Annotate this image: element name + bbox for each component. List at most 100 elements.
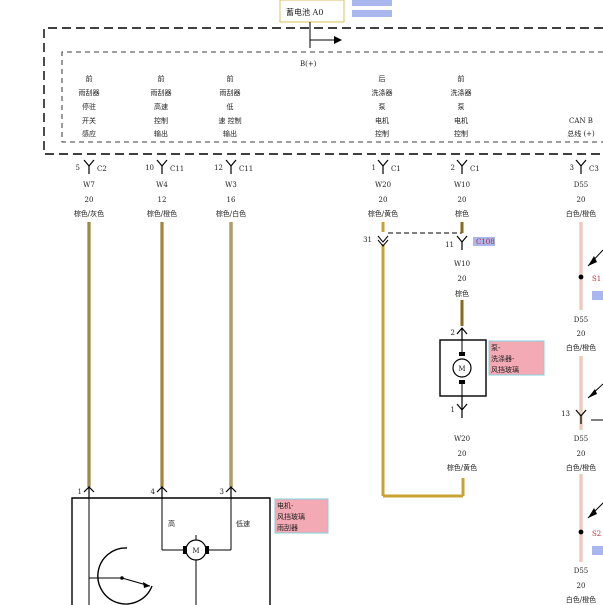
pin-desc-front-washer-pump: 前 洗涤器 泵 电机 控制 <box>451 74 472 138</box>
svg-text:前: 前 <box>227 74 234 83</box>
svg-text:D55: D55 <box>574 435 589 443</box>
park-switch-cam-icon <box>97 547 153 605</box>
svg-text:控制: 控制 <box>375 129 389 138</box>
svg-text:感应: 感应 <box>82 129 96 138</box>
washer-pump-label: 泵- 洗涤器- 风挡玻璃 <box>491 344 519 374</box>
battery-blue-tag-1 <box>352 0 392 6</box>
svg-text:CAN B: CAN B <box>569 117 593 125</box>
svg-text:前: 前 <box>458 74 465 83</box>
connector-pin-12-c11: 12 C11 <box>214 159 253 174</box>
connector-pin-2-c1: 2 C1 <box>451 159 480 174</box>
connector-pin-1-c1: 1 C1 <box>372 159 401 174</box>
svg-text:输出: 输出 <box>223 129 237 138</box>
svg-text:总线 (+): 总线 (+) <box>567 129 595 138</box>
wire-label-w4: W4 12 棕色/橙色 <box>147 181 177 218</box>
wire-label-w7: W7 20 棕色/灰色 <box>74 181 104 218</box>
washer-pump-motor-icon: M <box>452 340 472 396</box>
svg-text:1: 1 <box>78 488 82 496</box>
svg-text:雨刮器: 雨刮器 <box>79 88 100 97</box>
connector-11-c108: 11 C108 <box>445 235 495 250</box>
connector-pin-3-c3: 3 C3 <box>570 159 599 174</box>
svg-text:雨刮器: 雨刮器 <box>151 88 172 97</box>
svg-text:白色/橙色: 白色/橙色 <box>566 595 596 604</box>
svg-text:C108: C108 <box>476 238 495 246</box>
svg-text:控制: 控制 <box>154 116 168 125</box>
wire-label-w10-lower: W10 20 棕色 <box>454 260 470 298</box>
svg-text:棕色: 棕色 <box>455 209 469 218</box>
module-power-label: B(+) <box>300 60 317 68</box>
svg-text:12: 12 <box>158 196 167 204</box>
svg-text:风挡玻璃: 风挡玻璃 <box>277 512 305 521</box>
svg-text:洗涤器: 洗涤器 <box>372 88 393 97</box>
svg-text:11: 11 <box>445 241 454 249</box>
svg-text:1: 1 <box>451 406 455 414</box>
svg-text:5: 5 <box>76 164 80 172</box>
wiper-motor-connectors: 1 4 3 <box>78 486 237 498</box>
connector-pin-5-c2: 5 C2 <box>76 159 107 174</box>
svg-text:电机: 电机 <box>375 116 389 125</box>
svg-text:棕色/黄色: 棕色/黄色 <box>447 463 477 472</box>
svg-text:31: 31 <box>363 236 372 244</box>
svg-text:泵-: 泵- <box>491 344 501 352</box>
pump-connector-top: 2 <box>451 327 468 340</box>
svg-text:20: 20 <box>458 275 467 283</box>
svg-text:C11: C11 <box>239 165 253 173</box>
svg-text:W10: W10 <box>454 260 470 268</box>
connector-31: 31 <box>363 235 389 247</box>
svg-text:前: 前 <box>158 74 165 83</box>
svg-text:棕色/橙色: 棕色/橙色 <box>147 209 177 218</box>
svg-text:棕色/灰色: 棕色/灰色 <box>74 209 104 218</box>
svg-text:速 控制: 速 控制 <box>218 116 241 125</box>
svg-text:W20: W20 <box>375 181 391 189</box>
pin-desc-rear-washer-pump: 后 洗涤器 泵 电机 控制 <box>372 74 393 138</box>
svg-text:W3: W3 <box>225 181 237 189</box>
svg-text:高速: 高速 <box>154 102 168 111</box>
svg-text:停驻: 停驻 <box>82 102 96 111</box>
svg-text:20: 20 <box>577 196 586 204</box>
svg-text:洗涤器-: 洗涤器- <box>491 354 515 363</box>
svg-text:20: 20 <box>379 196 388 204</box>
svg-text:4: 4 <box>151 488 156 496</box>
svg-text:雨刮器: 雨刮器 <box>220 88 241 97</box>
svg-text:洗涤器: 洗涤器 <box>451 88 472 97</box>
can-splice-bottom: S2 <box>578 502 603 555</box>
svg-text:白色/橙色: 白色/橙色 <box>566 463 596 472</box>
svg-text:白色/橙色: 白色/橙色 <box>566 209 596 218</box>
washer-pump-box <box>439 339 487 397</box>
svg-text:2: 2 <box>451 164 455 172</box>
c108-tag <box>473 237 495 246</box>
power-arrow-head <box>334 36 342 44</box>
svg-text:16: 16 <box>227 196 236 204</box>
washer-pump-label-box <box>488 340 545 376</box>
battery-label: 蓄电池 A0 <box>286 7 323 17</box>
svg-text:M: M <box>458 365 465 373</box>
svg-text:S2: S2 <box>592 530 601 538</box>
wire-label-d55-mid: D55 20 白色/橙色 <box>566 316 596 352</box>
wire-label-d55-bottom: D55 20 白色/橙色 <box>566 567 596 604</box>
svg-text:2: 2 <box>451 329 455 337</box>
svg-text:1: 1 <box>372 164 376 172</box>
pin-desc-front-wiper-low: 前 雨刮器 低 速 控制 输出 <box>218 74 241 138</box>
pump-connector-bottom: 1 <box>451 396 468 418</box>
wiper-motor-label: 电机- 风挡玻璃 雨刮器 <box>277 501 305 532</box>
battery-blue-tag-2 <box>352 10 392 17</box>
svg-text:12: 12 <box>214 164 223 172</box>
wire-w20-rear <box>381 222 465 498</box>
pin-desc-front-wiper-high: 前 雨刮器 高速 控制 输出 <box>151 74 172 138</box>
svg-text:泵: 泵 <box>458 103 465 111</box>
wiper-motor-internal-wiring <box>88 498 232 605</box>
svg-text:电机: 电机 <box>454 116 468 125</box>
svg-text:W20: W20 <box>454 435 470 443</box>
svg-text:输出: 输出 <box>154 129 168 138</box>
svg-text:10: 10 <box>145 164 154 172</box>
svg-text:电机-: 电机- <box>277 501 294 510</box>
svg-text:C1: C1 <box>470 165 480 173</box>
svg-text:棕色/黄色: 棕色/黄色 <box>368 209 398 218</box>
svg-text:风挡玻璃: 风挡玻璃 <box>491 365 519 374</box>
battery-label-box <box>279 0 345 23</box>
svg-text:后: 后 <box>379 74 386 83</box>
wire-label-d55-lower: D55 20 白色/橙色 <box>566 435 596 472</box>
svg-text:泵: 泵 <box>379 103 386 111</box>
svg-text:13: 13 <box>561 410 570 418</box>
